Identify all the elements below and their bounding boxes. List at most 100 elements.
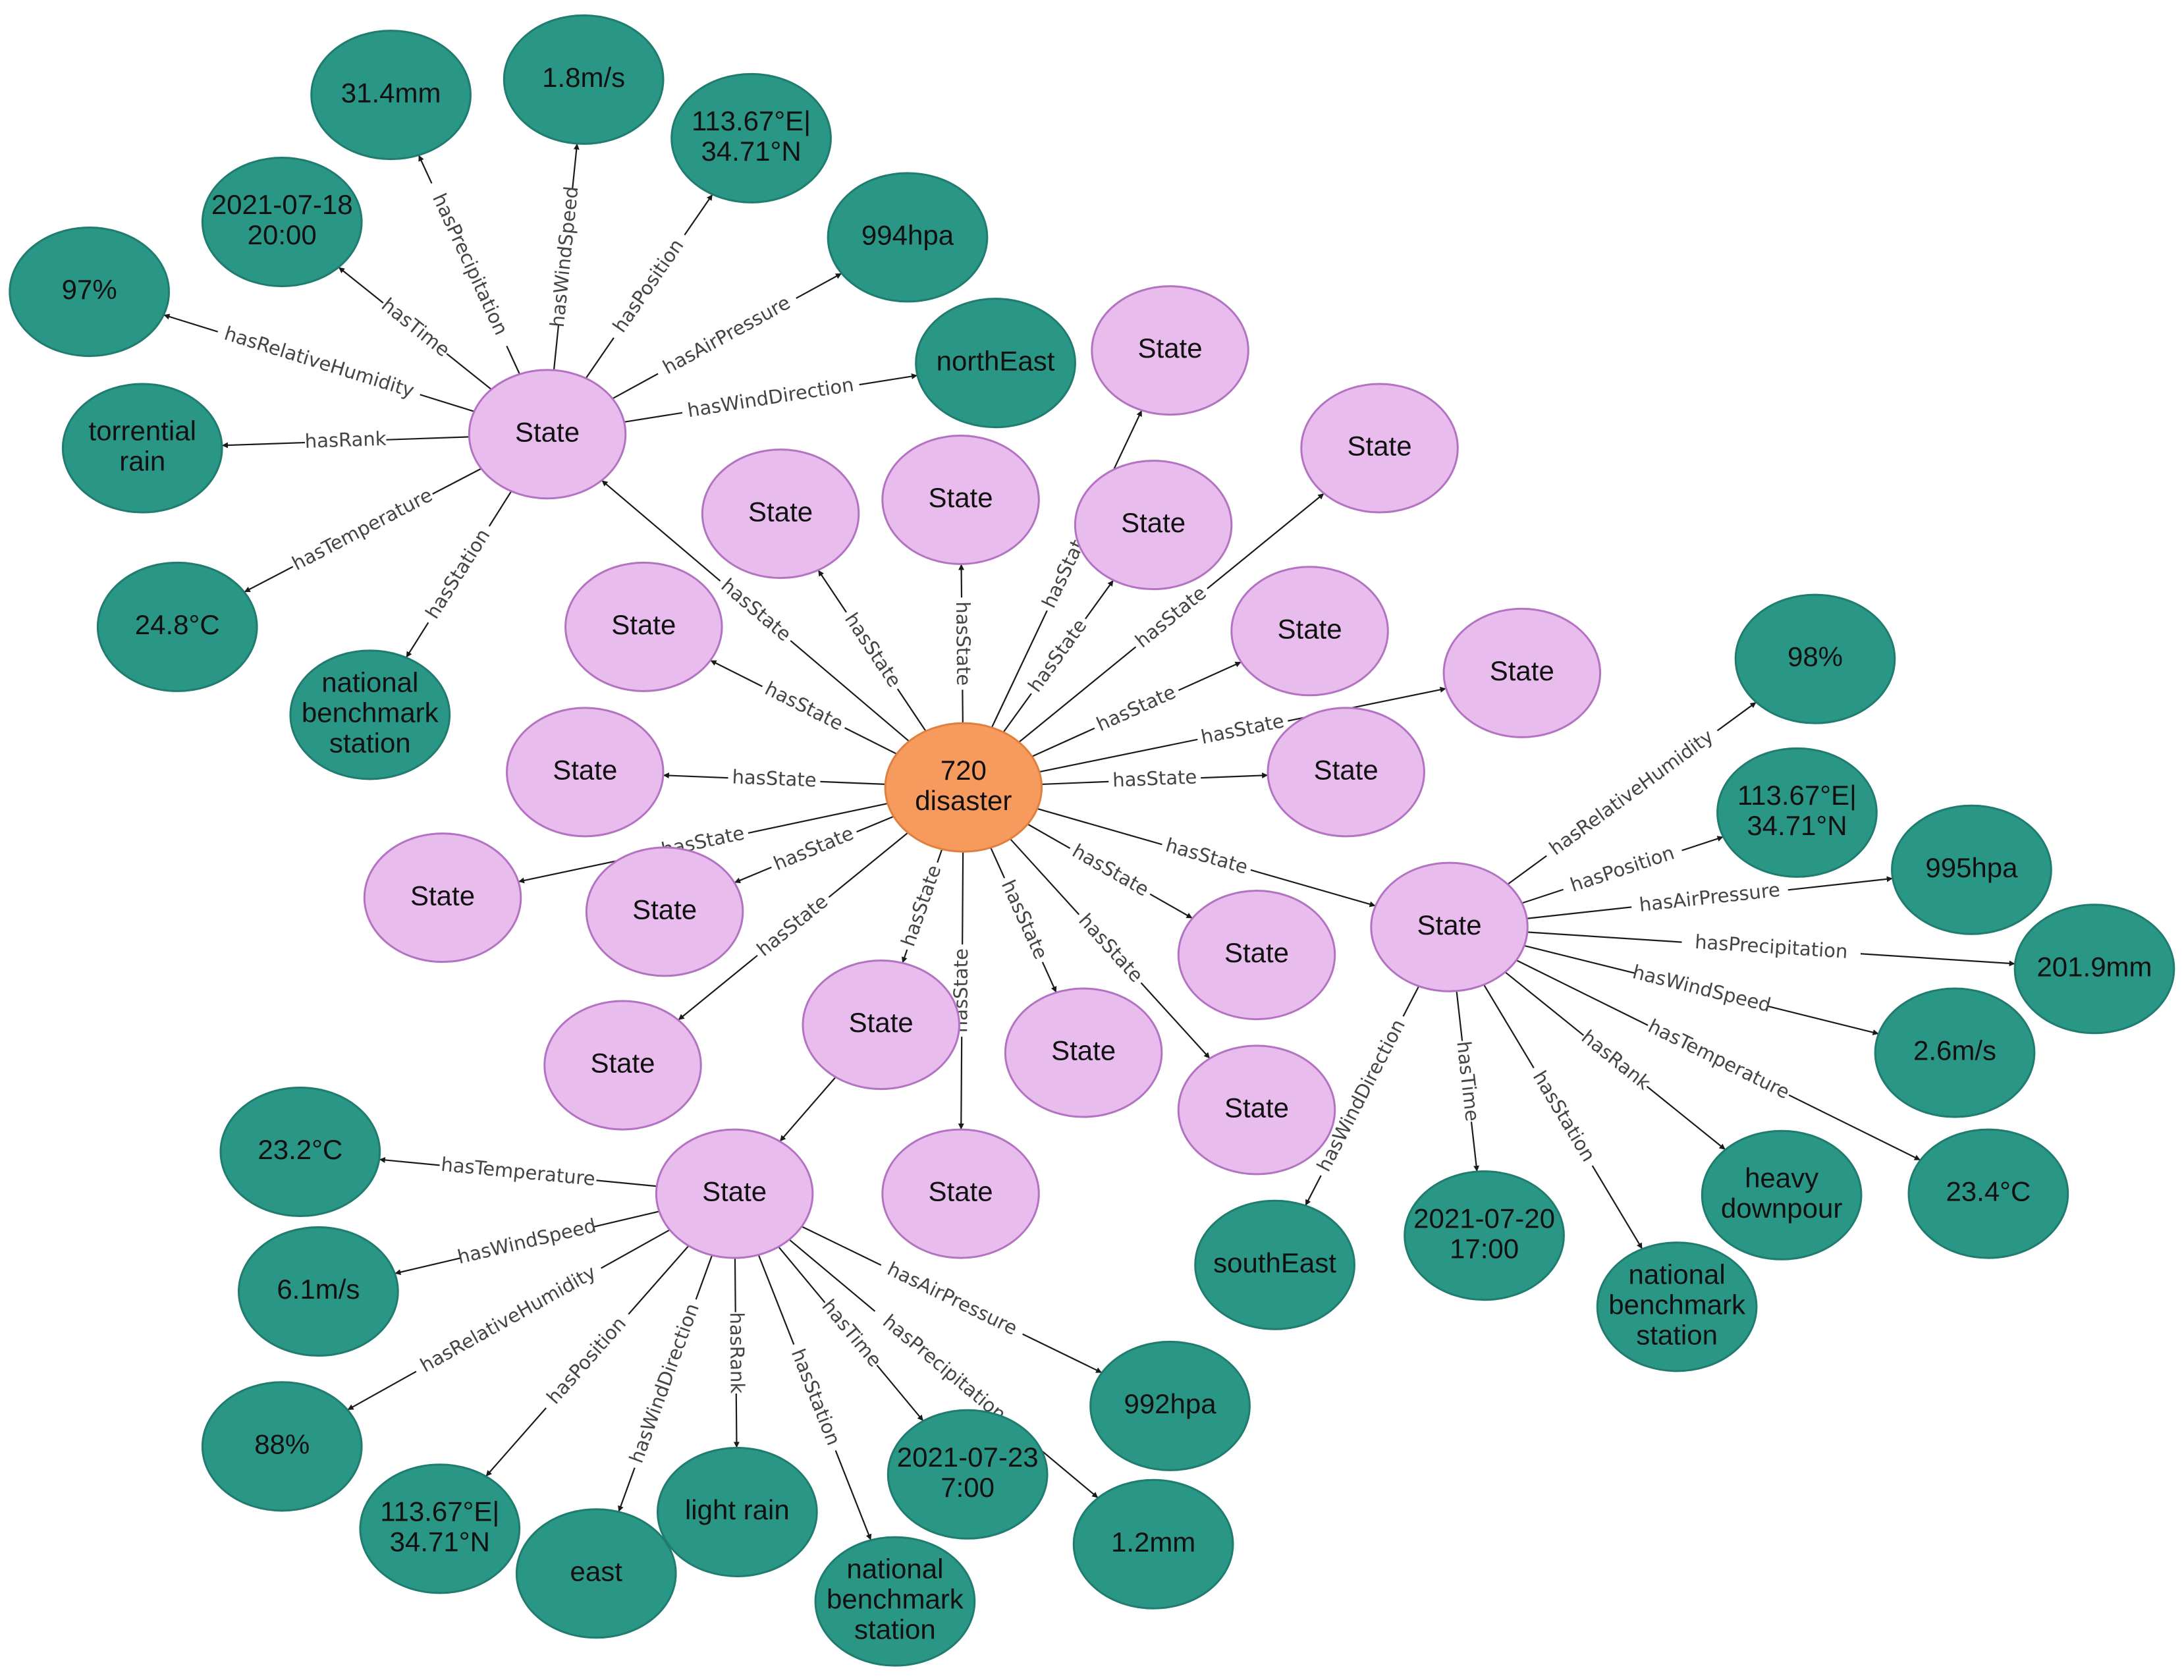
edge-s22-c_wind: hasWindSpeed <box>395 1210 660 1276</box>
node-label: 17:00 <box>1450 1233 1519 1264</box>
node-label: 7:00 <box>941 1472 995 1503</box>
edge-label: hasTemperature <box>440 1153 596 1190</box>
value-node-a_temp[interactable]: 24.8°C <box>96 561 258 692</box>
edge-label-bg <box>1560 840 1685 898</box>
edge-center-s17: hasState <box>990 847 1057 993</box>
value-node-a_air[interactable]: 994hpa <box>827 172 989 303</box>
node-label: 88% <box>254 1428 310 1459</box>
value-node-c_air[interactable]: 992hpa <box>1089 1340 1251 1471</box>
node-label: 23.4°C <box>1946 1176 2031 1207</box>
node-label: 995hpa <box>1925 852 2018 883</box>
state-node-s1[interactable]: State <box>468 369 627 500</box>
value-node-b_wind[interactable]: 2.6m/s <box>1874 987 2036 1118</box>
node-label: light rain <box>685 1494 790 1525</box>
node-ellipse <box>1300 383 1459 514</box>
state-node-s6[interactable]: State <box>1300 383 1459 514</box>
state-node-s9[interactable]: State <box>1442 607 1602 738</box>
edge-label-bg <box>750 888 834 962</box>
node-label: State <box>410 880 475 911</box>
state-node-s14[interactable]: State <box>543 1000 702 1131</box>
value-node-c_dir[interactable]: east <box>515 1508 677 1639</box>
node-label: southEast <box>1213 1247 1336 1278</box>
state-node-s18[interactable]: State <box>1177 1044 1336 1176</box>
state-node-s2[interactable]: State <box>701 448 860 580</box>
value-node-a_hum[interactable]: 97% <box>9 227 171 358</box>
edge-center-s13: hasState <box>734 815 894 884</box>
node-label: 34.71°N <box>701 136 801 167</box>
state-node-s8[interactable]: State <box>1230 566 1389 697</box>
node-ellipse <box>1734 593 1896 724</box>
node-ellipse <box>585 846 744 977</box>
node-label: 113.67°E| <box>380 1496 499 1527</box>
value-node-a_prec[interactable]: 31.4mm <box>310 30 472 161</box>
edge-label: hasState <box>997 877 1052 963</box>
value-node-c_wind[interactable]: 6.1m/s <box>238 1226 399 1357</box>
value-node-b_dir[interactable]: southEast <box>1194 1199 1355 1330</box>
edge-s16-b_rank: hasRank <box>1504 971 1726 1151</box>
node-label: State <box>1138 333 1203 364</box>
state-node-s11[interactable]: State <box>1267 707 1425 838</box>
state-node-s22[interactable]: State <box>655 1128 814 1259</box>
node-ellipse <box>1370 861 1529 992</box>
edge-label-bg <box>896 859 946 953</box>
state-node-s4[interactable]: State <box>1074 460 1233 591</box>
state-node-s15[interactable]: State <box>1177 890 1336 1021</box>
value-node-a_pos[interactable]: 113.67°E|34.71°N <box>670 72 832 203</box>
node-label: 1.2mm <box>1111 1527 1195 1558</box>
state-node-s5[interactable]: State <box>1091 285 1249 416</box>
edge-label: hasState <box>771 822 857 875</box>
state-node-s13[interactable]: State <box>585 846 744 977</box>
edge-center-s10: hasState <box>663 765 886 792</box>
value-node-c_time[interactable]: 2021-07-237:00 <box>887 1409 1049 1540</box>
edge-label-bg <box>604 229 692 343</box>
value-node-c_pos[interactable]: 113.67°E|34.71°N <box>359 1463 521 1594</box>
value-node-b_temp[interactable]: 23.4°C <box>1907 1128 2069 1259</box>
edge-label: hasState <box>952 601 975 686</box>
edge-label-bg <box>537 1307 635 1414</box>
node-ellipse <box>9 227 171 358</box>
value-node-a_dir[interactable]: northEast <box>915 298 1076 429</box>
state-node-s7[interactable]: State <box>564 561 723 692</box>
edge-label-bg <box>547 188 582 325</box>
edge-label-bg <box>1159 834 1254 879</box>
value-node-b_prec[interactable]: 201.9mm <box>2013 904 2175 1035</box>
state-node-s17[interactable]: State <box>1004 987 1163 1118</box>
value-node-b_pos[interactable]: 113.67°E|34.71°N <box>1716 747 1878 878</box>
value-node-b_hum[interactable]: 98% <box>1734 593 1896 724</box>
state-node-s19[interactable]: State <box>802 960 960 1091</box>
edge-label: hasState <box>1024 614 1091 696</box>
edge-label-bg <box>869 1303 1020 1433</box>
node-label: 1.8m/s <box>542 62 625 93</box>
node-label: State <box>1224 1092 1289 1123</box>
edge-line <box>779 1076 836 1142</box>
state-node-s10[interactable]: State <box>506 707 665 838</box>
value-node-a_wind[interactable]: 1.8m/s <box>503 14 665 145</box>
state-node-s20[interactable]: State <box>881 1128 1040 1259</box>
state-node-s12[interactable]: State <box>363 832 522 963</box>
node-label: 201.9mm <box>2036 951 2152 982</box>
node-label: benchmark <box>1608 1289 1746 1320</box>
edge-label-bg <box>624 1295 704 1471</box>
state-node-s3[interactable]: State <box>881 434 1040 565</box>
edge-label: hasState <box>732 765 817 791</box>
node-ellipse <box>310 30 472 161</box>
value-node-b_air[interactable]: 995hpa <box>1891 804 2052 935</box>
state-node-s16[interactable]: State <box>1370 861 1529 992</box>
value-node-c_prec[interactable]: 1.2mm <box>1072 1478 1234 1610</box>
value-node-c_hum[interactable]: 88% <box>201 1381 363 1512</box>
edge-label-bg <box>1644 1015 1794 1103</box>
node-ellipse <box>359 1463 521 1594</box>
value-node-c_rank[interactable]: light rain <box>657 1446 818 1577</box>
value-node-c_temp[interactable]: 23.2°C <box>219 1086 381 1218</box>
edge-label-bg <box>726 1312 748 1394</box>
edge-label-bg <box>996 873 1053 966</box>
